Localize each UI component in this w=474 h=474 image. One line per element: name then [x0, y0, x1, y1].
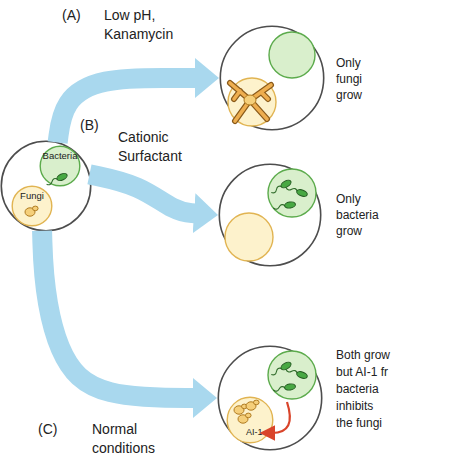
bacteria-colony: Bacteria — [39, 145, 81, 187]
circle-shape — [219, 164, 320, 265]
condition-label: Low pH, Kanamycin — [104, 6, 188, 44]
circle-shape — [220, 26, 323, 129]
fungi-colony: Fungi — [11, 185, 53, 227]
yeast-cell — [25, 206, 38, 216]
panel-letter: (C) — [38, 420, 57, 439]
bacterium — [270, 361, 292, 377]
inhibition-arrow — [272, 402, 290, 433]
node-text: Bacteria — [39, 150, 81, 162]
empty-bacteria-zone — [269, 32, 315, 78]
circle-outline — [219, 25, 325, 131]
process-arrow — [89, 174, 195, 213]
petri-dish: Only bacteria grow — [218, 163, 322, 267]
condition-label: Normal conditions — [92, 420, 176, 458]
condition-label: Cationic Surfactant — [118, 128, 202, 166]
node-text: Only fungi grow — [336, 55, 384, 103]
fungi-colony: AI-1 — [226, 396, 274, 444]
node-text: AI-1 — [246, 426, 272, 438]
fungi-zone — [228, 78, 276, 126]
panel-letter: (B) — [80, 116, 99, 135]
node-text: Fungi — [11, 190, 53, 202]
bacterium — [273, 201, 296, 211]
process-arrow — [42, 231, 194, 398]
empty-fungi-zone — [225, 213, 273, 261]
node-text: Both grow but AI-1 fr bacteria inhibits … — [336, 347, 392, 432]
bacterium — [285, 184, 308, 197]
circle-shape — [227, 397, 273, 443]
fungal-hyphae — [230, 83, 271, 121]
circle-shape — [1, 141, 90, 230]
yeast-cell — [238, 413, 251, 423]
circle-outline — [218, 163, 322, 267]
petri-dish: Both grow but AI-1 fr bacteria inhibits … — [217, 345, 323, 451]
node-text: Only bacteria grow — [336, 191, 384, 239]
petri-dish: BacteriaFungi — [0, 140, 92, 232]
yeast-cell — [244, 95, 256, 105]
bacteria-zone — [268, 351, 316, 399]
circle-shape — [218, 346, 321, 449]
bacterium — [273, 383, 296, 393]
yeast-cell — [234, 404, 247, 414]
bacterium — [45, 172, 68, 187]
hypha-outline — [230, 83, 271, 121]
yeast-cell — [246, 400, 259, 410]
bacterium — [270, 179, 292, 195]
bacteria-zone — [268, 169, 316, 217]
process-arrow — [58, 78, 196, 143]
petri-dish: Only fungi grow — [219, 25, 325, 131]
bacterium — [285, 366, 308, 379]
hypha-fill — [230, 83, 271, 121]
panel-letter: (A) — [62, 6, 81, 25]
